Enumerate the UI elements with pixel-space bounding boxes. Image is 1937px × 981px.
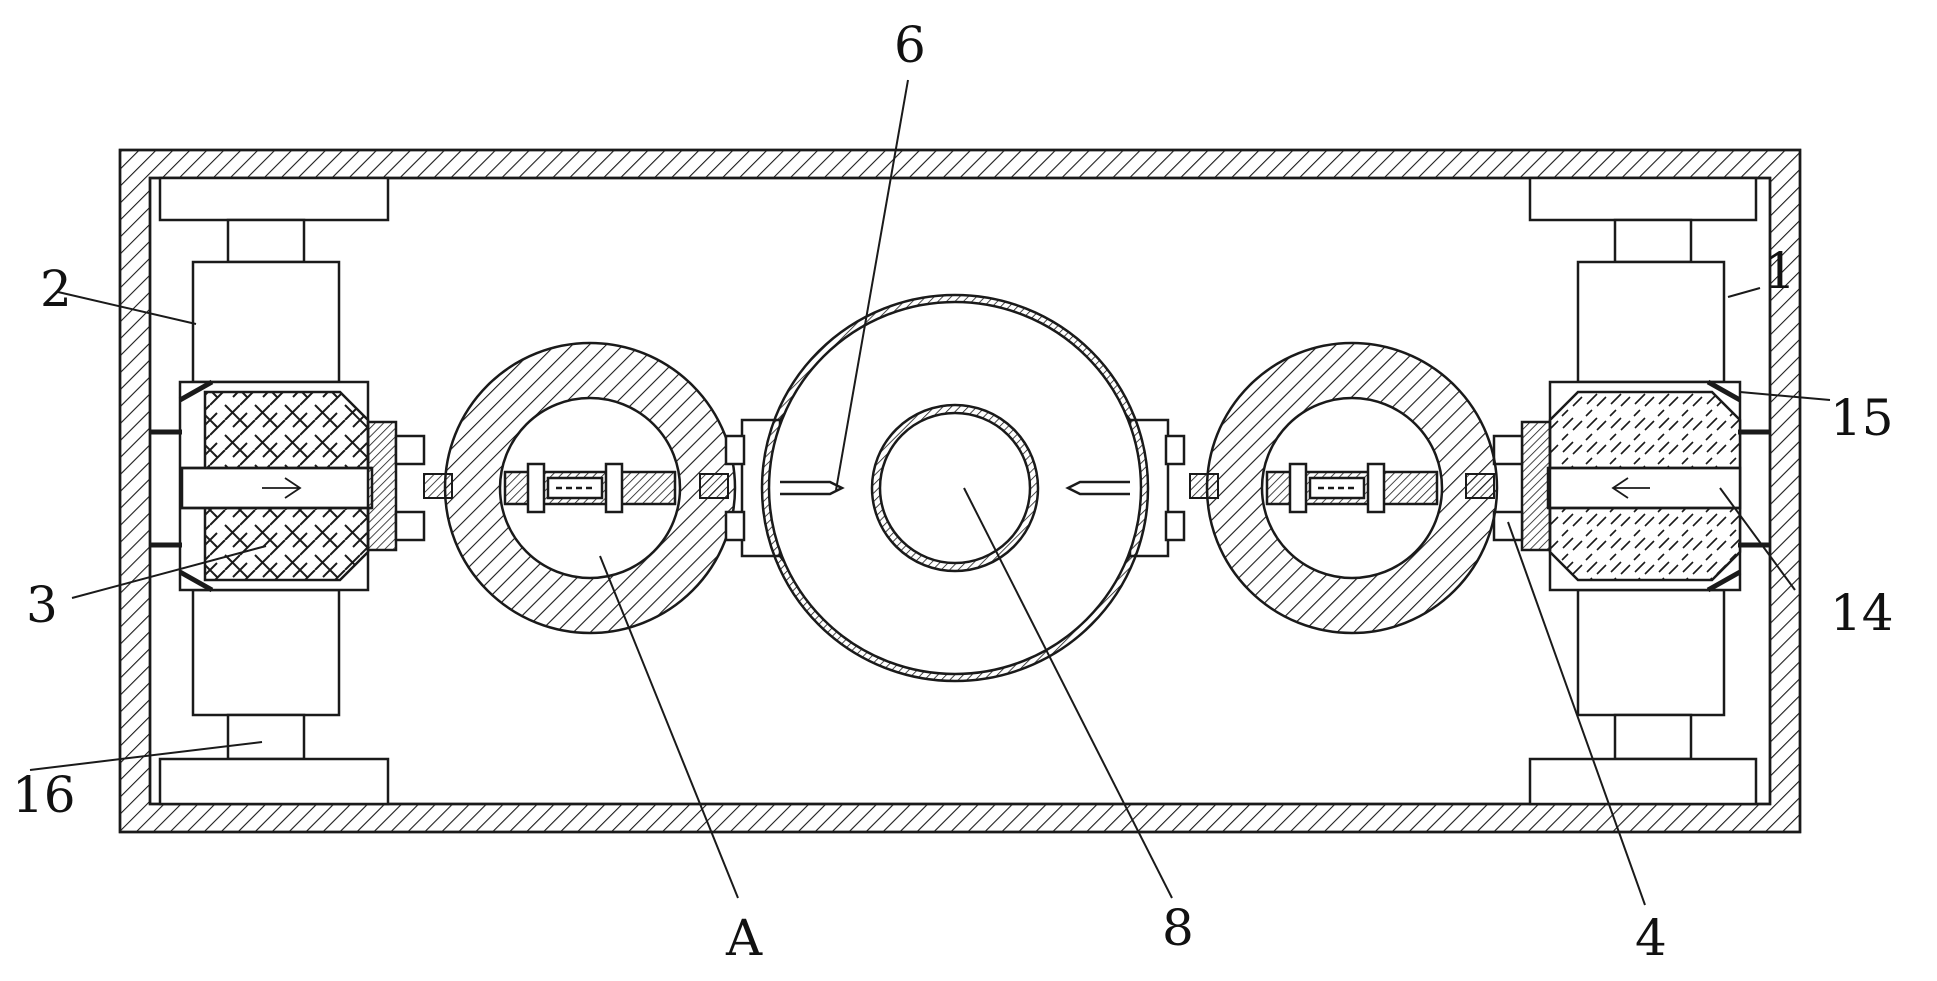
label-14: 14 bbox=[1830, 584, 1894, 642]
label-15: 15 bbox=[1830, 389, 1894, 447]
label-1: 1 bbox=[1764, 242, 1796, 300]
right-assembly bbox=[1492, 176, 1770, 806]
label-6: 6 bbox=[894, 16, 926, 74]
label-3: 3 bbox=[26, 576, 58, 634]
label-A: A bbox=[725, 909, 763, 967]
label-4: 4 bbox=[1635, 909, 1667, 967]
label-2: 2 bbox=[40, 260, 72, 318]
reference-labels: 1 2 3 4 6 8 14 15 16 A bbox=[12, 16, 1894, 967]
leader-lines bbox=[29, 79, 1831, 906]
central-drum bbox=[724, 293, 1186, 683]
label-16: 16 bbox=[12, 766, 76, 824]
label-8: 8 bbox=[1162, 899, 1194, 957]
right-ring bbox=[1205, 341, 1499, 635]
left-ring bbox=[443, 341, 737, 635]
left-assembly bbox=[150, 176, 426, 806]
housing bbox=[118, 148, 1802, 834]
